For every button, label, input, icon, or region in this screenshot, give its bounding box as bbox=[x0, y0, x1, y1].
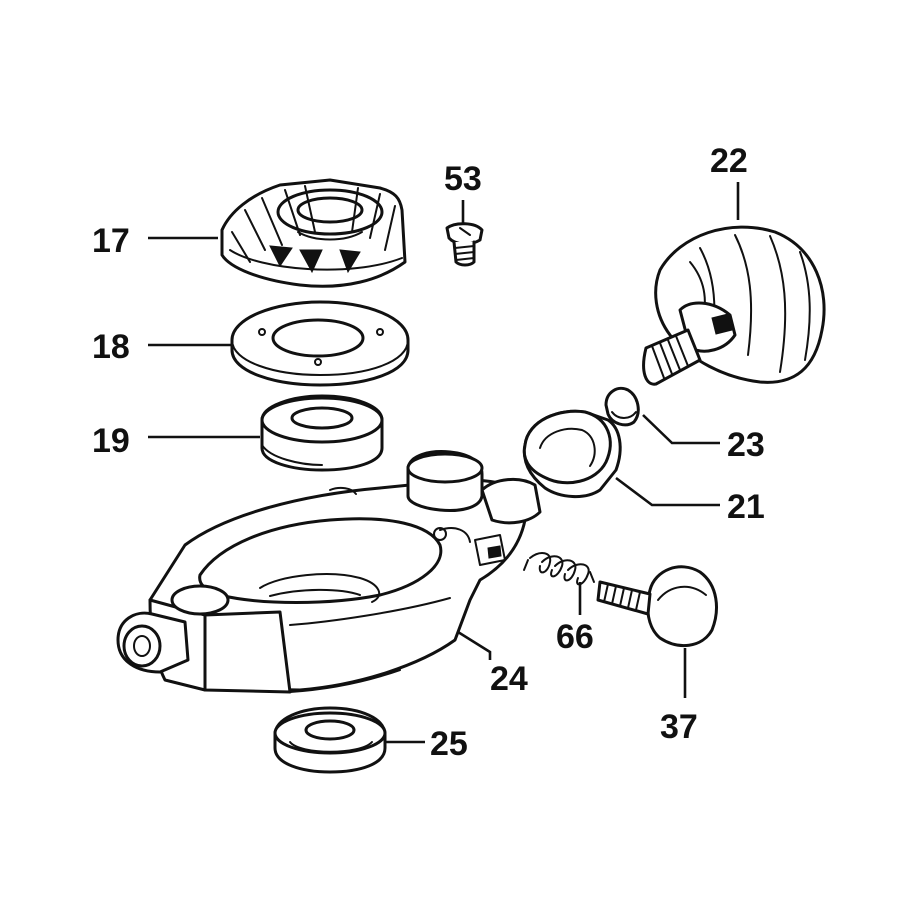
callout-37: 37 bbox=[660, 708, 698, 746]
part-18-washer bbox=[230, 300, 410, 387]
leader-23 bbox=[642, 414, 720, 445]
leader-21 bbox=[615, 476, 720, 507]
part-23-ball bbox=[604, 386, 640, 427]
part-22-knob bbox=[642, 225, 826, 386]
part-37-thumbscrew bbox=[596, 565, 718, 648]
callout-66: 66 bbox=[556, 618, 594, 656]
part-17-fan bbox=[220, 178, 407, 288]
part-24-housing bbox=[116, 450, 542, 694]
callout-22: 22 bbox=[710, 142, 748, 180]
callout-19: 19 bbox=[92, 422, 130, 460]
part-21-sleeve bbox=[522, 409, 622, 498]
part-66-spring bbox=[523, 552, 595, 586]
callout-labels: 17 18 19 53 22 23 21 66 37 24 25 bbox=[92, 142, 765, 763]
callout-53: 53 bbox=[444, 160, 482, 198]
callout-23: 23 bbox=[727, 426, 765, 464]
leader-lines bbox=[148, 182, 740, 744]
part-25-seal bbox=[273, 706, 387, 774]
callout-18: 18 bbox=[92, 328, 130, 366]
callout-25: 25 bbox=[430, 725, 468, 763]
leader-24 bbox=[457, 630, 492, 660]
part-53-screw bbox=[445, 222, 484, 267]
callout-21: 21 bbox=[727, 488, 765, 526]
part-19-bearing bbox=[260, 394, 384, 472]
callout-24: 24 bbox=[490, 660, 528, 698]
callout-17: 17 bbox=[92, 222, 130, 260]
